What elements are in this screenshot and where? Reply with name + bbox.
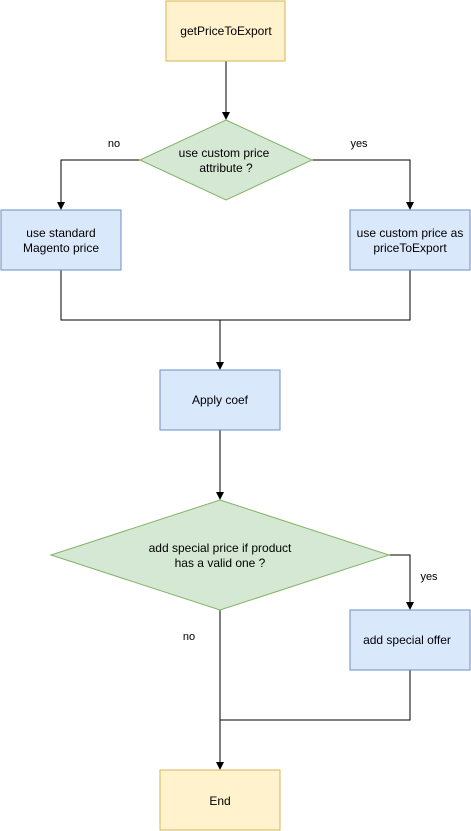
edge-custom-no (60, 159, 140, 202)
edge-special-yes (389, 554, 411, 602)
edge-offer-merge (220, 670, 411, 721)
custom-price-line2: priceToExport (373, 241, 447, 255)
special-offer-label: add special offer (363, 633, 451, 647)
standard-price-line2: Magento price (23, 241, 99, 255)
start-terminal-box (165, 0, 286, 62)
connectors (57, 61, 414, 770)
arrowhead (222, 112, 230, 120)
process-box (349, 609, 471, 671)
edge-standard-merge (60, 270, 411, 321)
end-label: End (209, 794, 230, 808)
decision-custom-line1: use custom price (179, 146, 270, 160)
label-special-no: no (183, 631, 195, 643)
decision-custom-line2: attribute ? (199, 161, 253, 175)
arrowhead (216, 362, 224, 370)
apply-coef-label: Apply coef (192, 393, 249, 407)
decision-diamond (49, 499, 391, 611)
standard-price-node[interactable]: use standard Magento price (0, 209, 122, 271)
end-node[interactable]: End (159, 769, 281, 831)
decision-special-line2: has a valid one ? (175, 556, 266, 570)
decision-diamond (138, 119, 314, 201)
start-label: getPriceToExport (180, 24, 272, 38)
process-box (159, 369, 281, 431)
decision-special-price-node[interactable]: add special price if product has a valid… (49, 499, 391, 611)
custom-price-node[interactable]: use custom price as priceToExport (349, 209, 471, 271)
process-box (349, 209, 471, 271)
standard-price-line1: use standard (26, 226, 95, 240)
arrowhead (57, 202, 65, 210)
label-special-yes: yes (420, 571, 438, 583)
label-custom-no: no (108, 138, 120, 150)
process-box (0, 209, 122, 271)
decision-custom-price-node[interactable]: use custom price attribute ? (138, 119, 314, 201)
decision-special-line1: add special price if product (149, 541, 292, 555)
end-terminal-box (159, 769, 281, 831)
arrowhead (406, 202, 414, 210)
apply-coef-node[interactable]: Apply coef (159, 369, 281, 431)
special-offer-node[interactable]: add special offer (349, 609, 471, 671)
arrowhead (216, 492, 224, 500)
custom-price-line1: use custom price as (357, 226, 464, 240)
label-custom-yes: yes (350, 138, 368, 150)
edge-labels: no yes yes no (108, 138, 438, 643)
arrowhead (216, 762, 224, 770)
edge-custom-yes (312, 159, 411, 202)
start-node[interactable]: getPriceToExport (165, 0, 286, 62)
arrowhead (406, 602, 414, 610)
